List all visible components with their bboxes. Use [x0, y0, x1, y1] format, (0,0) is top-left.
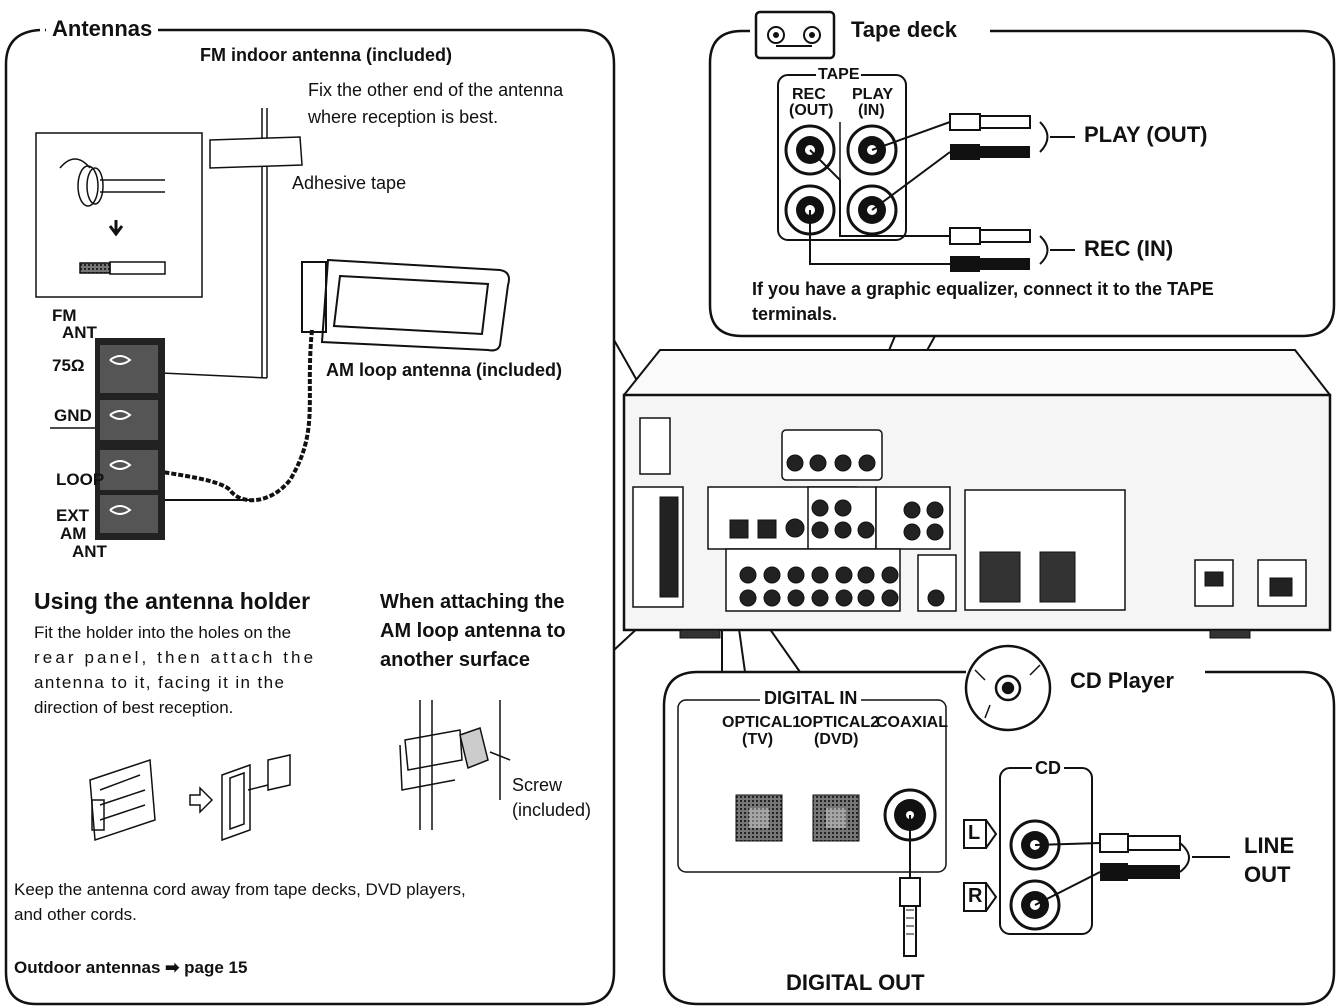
outdoor-antennas-reference: Outdoor antennas ➡ page 15: [14, 958, 247, 978]
holder-line-4: direction of best reception.: [34, 698, 234, 717]
arrow-right-icon: ➡: [165, 958, 180, 977]
rca-plugs: [949, 113, 1031, 272]
tape-deck-panel: [708, 29, 1336, 338]
left-channel-label: L: [968, 822, 981, 844]
digital-in-label: DIGITAL IN: [760, 688, 862, 709]
attach-heading-line-2: AM loop antenna to: [380, 620, 566, 642]
surface-attach-illustration: [399, 700, 511, 830]
receiver-rear-panel: [622, 349, 1332, 639]
holder-line-3: antenna to it, facing it in the: [34, 673, 286, 692]
holder-instructions: Fit the holder into the holes on the rea…: [34, 620, 350, 720]
screw-label: Screw: [512, 775, 563, 795]
line-out-label-2: OUT: [1244, 862, 1291, 887]
tape-jacks: [777, 74, 907, 241]
cd-disc-icon: [964, 644, 1052, 732]
antenna-holder-illustration: [89, 754, 291, 842]
cd-player-heading: CD Player: [1064, 668, 1180, 694]
keep-note-line-2: and other cords.: [14, 905, 137, 924]
antennas-heading: Antennas: [46, 16, 159, 42]
terminal-ant-label: ANT: [62, 323, 97, 342]
coaxial-label: COAXIAL: [876, 714, 948, 731]
optical2-label: OPTICAL2: [800, 714, 880, 731]
antennas-panel: [4, 28, 616, 1006]
am-loop-antenna: [149, 258, 510, 503]
digital-in-box: [677, 699, 947, 957]
optical2-dvd-label: (DVD): [814, 731, 859, 748]
terminal-am-label: AM: [60, 524, 87, 543]
optical1-tv-label: (TV): [742, 731, 774, 748]
terminal-loop-label: LOOP: [56, 470, 105, 489]
terminal-fm-label: FM: [52, 306, 77, 325]
holder-line-2: rear panel, then attach the: [34, 648, 317, 667]
holder-heading: Using the antenna holder: [34, 588, 311, 614]
attach-heading-line-1: When attaching the: [380, 591, 565, 613]
fix-note-line-2: where reception is best.: [308, 107, 499, 127]
terminal-75-label: 75Ω: [52, 356, 85, 375]
rec-in-label: REC (IN): [1084, 236, 1174, 261]
equalizer-note-line-1: If you have a graphic equalizer, connect…: [752, 279, 1214, 299]
tape-deck-icon: [754, 10, 836, 60]
wire-twist-inset: [35, 132, 203, 298]
keep-note-line-1: Keep the antenna cord away from tape dec…: [14, 880, 466, 899]
rec-out-label: (OUT): [789, 102, 834, 119]
digital-out-label: DIGITAL OUT: [786, 970, 925, 995]
fm-indoor-antenna-label: FM indoor antenna (included): [200, 45, 452, 65]
rec-label: REC: [792, 86, 826, 103]
right-channel-label: R: [968, 885, 983, 907]
cd-jack-label: CD: [1032, 758, 1064, 779]
cd-jacks: [963, 767, 1093, 935]
terminal-ext-label: EXT: [56, 506, 90, 525]
tape-deck-heading: Tape deck: [845, 17, 963, 43]
attach-heading: When attaching the AM loop antenna to an…: [380, 588, 566, 675]
play-out-label: PLAY (OUT): [1084, 122, 1208, 147]
line-out-label: LINE: [1244, 833, 1295, 858]
am-loop-antenna-label: AM loop antenna (included): [326, 360, 562, 380]
screw-included-label: (included): [512, 800, 592, 820]
outdoor-page-ref: page 15: [184, 958, 248, 977]
tape-cables: [809, 121, 1075, 265]
outdoor-antennas-label: Outdoor antennas: [14, 958, 161, 977]
fix-note-line-1: Fix the other end of the antenna: [308, 80, 564, 100]
optical1-label: OPTICAL1: [722, 714, 802, 731]
equalizer-note-line-2: terminals.: [752, 304, 838, 324]
attach-heading-line-3: another surface: [380, 649, 531, 671]
play-in-label: (IN): [858, 102, 885, 119]
terminal-gnd-label: GND: [54, 406, 92, 425]
antenna-terminal-block: [50, 338, 165, 540]
terminal-ext-ant-label: ANT: [72, 542, 107, 561]
cd-cables: [1034, 833, 1230, 906]
play-label: PLAY: [852, 86, 894, 103]
tape-label: TAPE: [816, 66, 862, 84]
cd-player-panel: [662, 670, 1336, 1006]
adhesive-tape-label: Adhesive tape: [292, 173, 407, 193]
holder-line-1: Fit the holder into the holes on the: [34, 623, 292, 642]
